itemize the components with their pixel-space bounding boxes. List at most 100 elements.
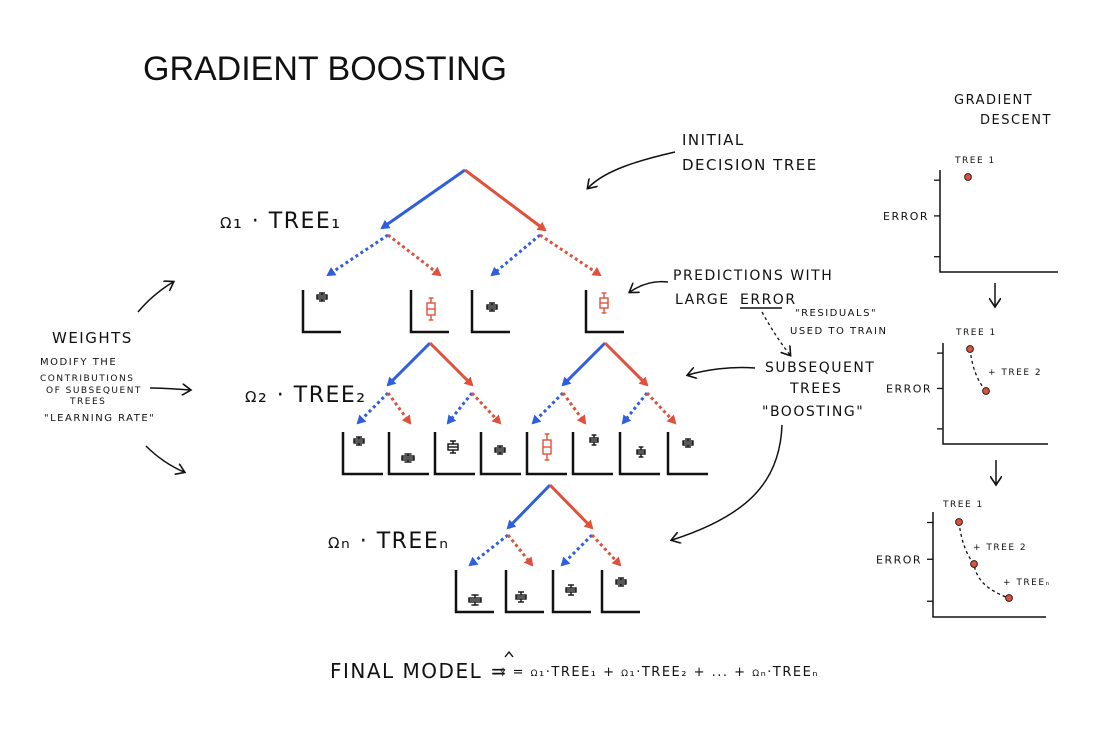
- final-model-formula: ŷ = ω₁·TREE₁ + ω₁·TREE₂ + ... + ωₙ·TREEₙ: [499, 665, 819, 680]
- gd-axes: [939, 170, 1058, 273]
- tree1-leaf-3: [470, 290, 510, 334]
- gd-panel-2: ERROR TREE 1 + TREE 2: [886, 328, 1048, 445]
- weights-line4: TREES: [69, 397, 106, 407]
- gd-point-label: TREE 1: [955, 328, 997, 338]
- subsequent-line3: "BOOSTING": [762, 404, 864, 420]
- gd-path: [969, 348, 987, 392]
- tree2-leaf-3: [433, 432, 475, 476]
- initial-tree-arrow: [588, 151, 676, 188]
- tree2b-branch-right: [603, 341, 649, 387]
- tree1-leaf-1: [301, 290, 341, 334]
- tree1-boxplot-1: [316, 292, 328, 302]
- gd-title-line2: DESCENT: [980, 113, 1052, 128]
- tree2-boxplot-5: [542, 433, 552, 461]
- subsequent-line2: TREES: [789, 381, 842, 397]
- tree2b-leaf-edge-3: [621, 392, 649, 425]
- tree-label-n: ωₙ · TREEₙ: [328, 529, 450, 554]
- gd-point: [982, 387, 990, 395]
- tree2b-leaf-edge-4: [645, 391, 677, 425]
- tree2-boxplot-1: [353, 436, 365, 446]
- gd-point: [1005, 594, 1013, 602]
- tree2a-leaf-edge-1: [356, 391, 390, 425]
- treen-boxplot-2: [515, 591, 527, 603]
- gd-point-label: + TREEₙ: [1003, 578, 1051, 588]
- gd-path: [958, 521, 1010, 599]
- tree2-leaf-8: [666, 432, 708, 476]
- weights-arrow-down: [145, 445, 184, 472]
- treen-boxplot-1: [468, 594, 482, 606]
- gd-axes: [942, 343, 1048, 445]
- tree1-boxplot-3: [486, 302, 498, 312]
- gd-ylabel: ERROR: [876, 553, 922, 566]
- treen-leaf-1: [454, 570, 494, 614]
- treen-boxplot-3: [565, 584, 577, 596]
- gd-ylabel: ERROR: [886, 382, 932, 395]
- residuals-line1: "RESIDUALS": [795, 308, 877, 319]
- gd-ylabel: ERROR: [883, 210, 929, 223]
- treen-boxplot-4: [615, 577, 627, 587]
- treen-leaf-3: [551, 570, 591, 614]
- tree2b-leaf-edge-1: [531, 391, 565, 425]
- large-error-line1: PREDICTIONS WITH: [673, 268, 833, 284]
- residuals-arrow: [761, 311, 790, 355]
- subsequent-arrow-2: [672, 424, 783, 540]
- tree1-branch-right: [464, 168, 547, 232]
- tree2b-leaf-edge-2: [561, 392, 587, 425]
- tree1-leaf-4: [584, 290, 624, 334]
- weights-line1: MODIFY THE: [40, 357, 117, 368]
- treen-leaf-edge-4: [590, 533, 622, 567]
- tree2-boxplot-7: [636, 446, 646, 458]
- boosting-trees: [301, 168, 708, 614]
- y-hat-mark: [504, 650, 514, 658]
- treen-leaf-2: [504, 570, 544, 614]
- gd-point-label: + TREE 2: [988, 368, 1042, 378]
- tree1-branch-left: [380, 168, 466, 230]
- page-title: GRADIENT BOOSTING: [143, 50, 507, 88]
- treen-leaf-edge-3: [560, 533, 594, 567]
- gd-point-label: TREE 1: [942, 500, 984, 510]
- tree1-boxplot-4: [599, 292, 609, 314]
- weights-title: WEIGHTS: [52, 329, 133, 347]
- large-error-arrow: [630, 280, 669, 292]
- subsequent-line1: SUBSEQUENT: [765, 360, 875, 376]
- tree1-leaf-edge-1: [326, 233, 389, 277]
- gd-title-line1: GRADIENT: [954, 93, 1033, 108]
- tree1-leaf-2: [409, 290, 449, 334]
- tree2-boxplot-8: [682, 438, 694, 448]
- tree-label-2: ω₂ · TREE₂: [245, 383, 367, 408]
- large-error-line2: LARGE: [675, 292, 730, 308]
- final-model-label: FINAL MODEL =: [330, 659, 508, 683]
- tree2-leaf-7: [618, 432, 660, 476]
- weights-line2: CONTRIBUTIONS: [40, 374, 134, 384]
- tree2-leaf-6: [571, 432, 613, 476]
- tree2a-leaf-edge-2: [386, 392, 412, 425]
- treen-leaf-edge-2: [506, 534, 534, 567]
- tree2-leaf-1: [341, 432, 383, 476]
- gd-point: [955, 518, 963, 526]
- tree1-leaf-edge-4: [539, 233, 602, 277]
- subsequent-arrow-1: [688, 366, 756, 375]
- treen-branch-left: [506, 483, 552, 530]
- gd-point: [970, 560, 978, 568]
- large-error-highlight: ERROR: [740, 292, 797, 308]
- tree2a-leaf-edge-4: [470, 391, 502, 425]
- treen-leaf-edge-1: [468, 533, 509, 567]
- gd-axes: [932, 512, 1046, 618]
- tree2-boxplot-3: [447, 440, 459, 454]
- gd-point: [964, 173, 972, 181]
- residuals-line2: USED TO TRAIN: [790, 326, 887, 337]
- tree2a-branch-right: [428, 341, 474, 387]
- weights-line5: "LEARNING RATE": [44, 413, 155, 424]
- tree2-leaf-5: [525, 432, 567, 476]
- tree2-boxplot-2: [401, 453, 415, 463]
- tree2-boxplot-4: [494, 445, 506, 455]
- tree1-leaf-edge-2: [387, 233, 442, 277]
- tree1-boxplot-2: [426, 297, 436, 321]
- weights-arrow-mid: [149, 388, 190, 390]
- treen-leaf-4: [600, 570, 640, 614]
